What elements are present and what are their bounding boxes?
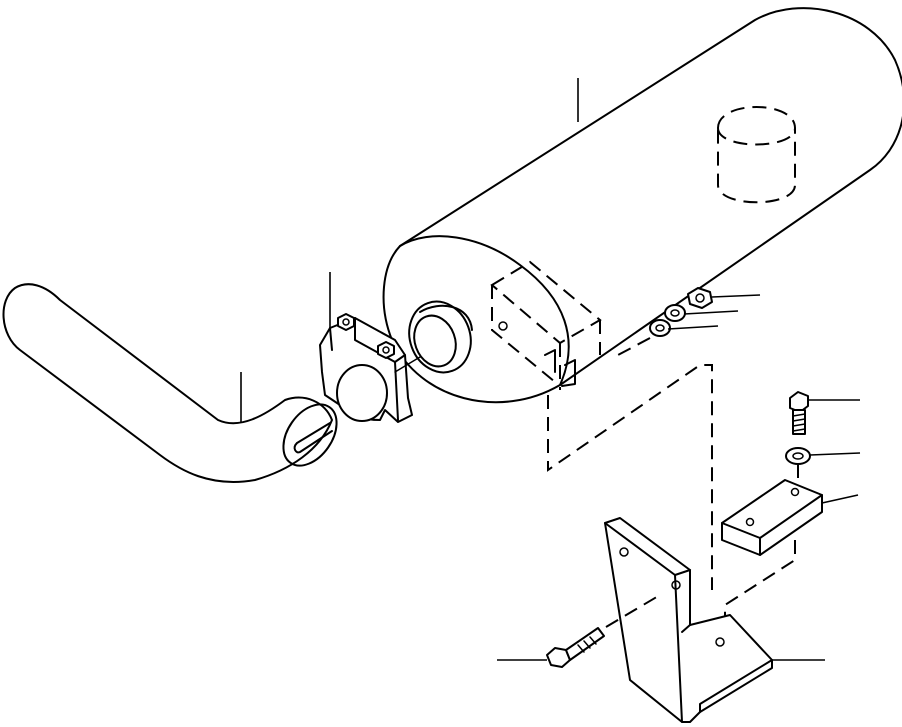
mounting-bracket bbox=[604, 517, 825, 723]
washer-2 bbox=[649, 319, 719, 337]
bracket-bolt bbox=[497, 594, 661, 668]
muffler bbox=[382, 7, 902, 404]
exhaust-tail-pipe bbox=[2, 283, 338, 483]
pipe-clamp bbox=[319, 272, 421, 423]
bolt bbox=[789, 391, 860, 435]
washer bbox=[664, 304, 739, 322]
assembly-line-nuts bbox=[617, 337, 651, 356]
assembly-line-plate bbox=[724, 540, 796, 620]
nut bbox=[687, 287, 761, 309]
bracket-spacer-plate bbox=[721, 479, 859, 556]
assembly-line-bracket bbox=[547, 364, 713, 590]
lock-washer bbox=[785, 447, 861, 465]
